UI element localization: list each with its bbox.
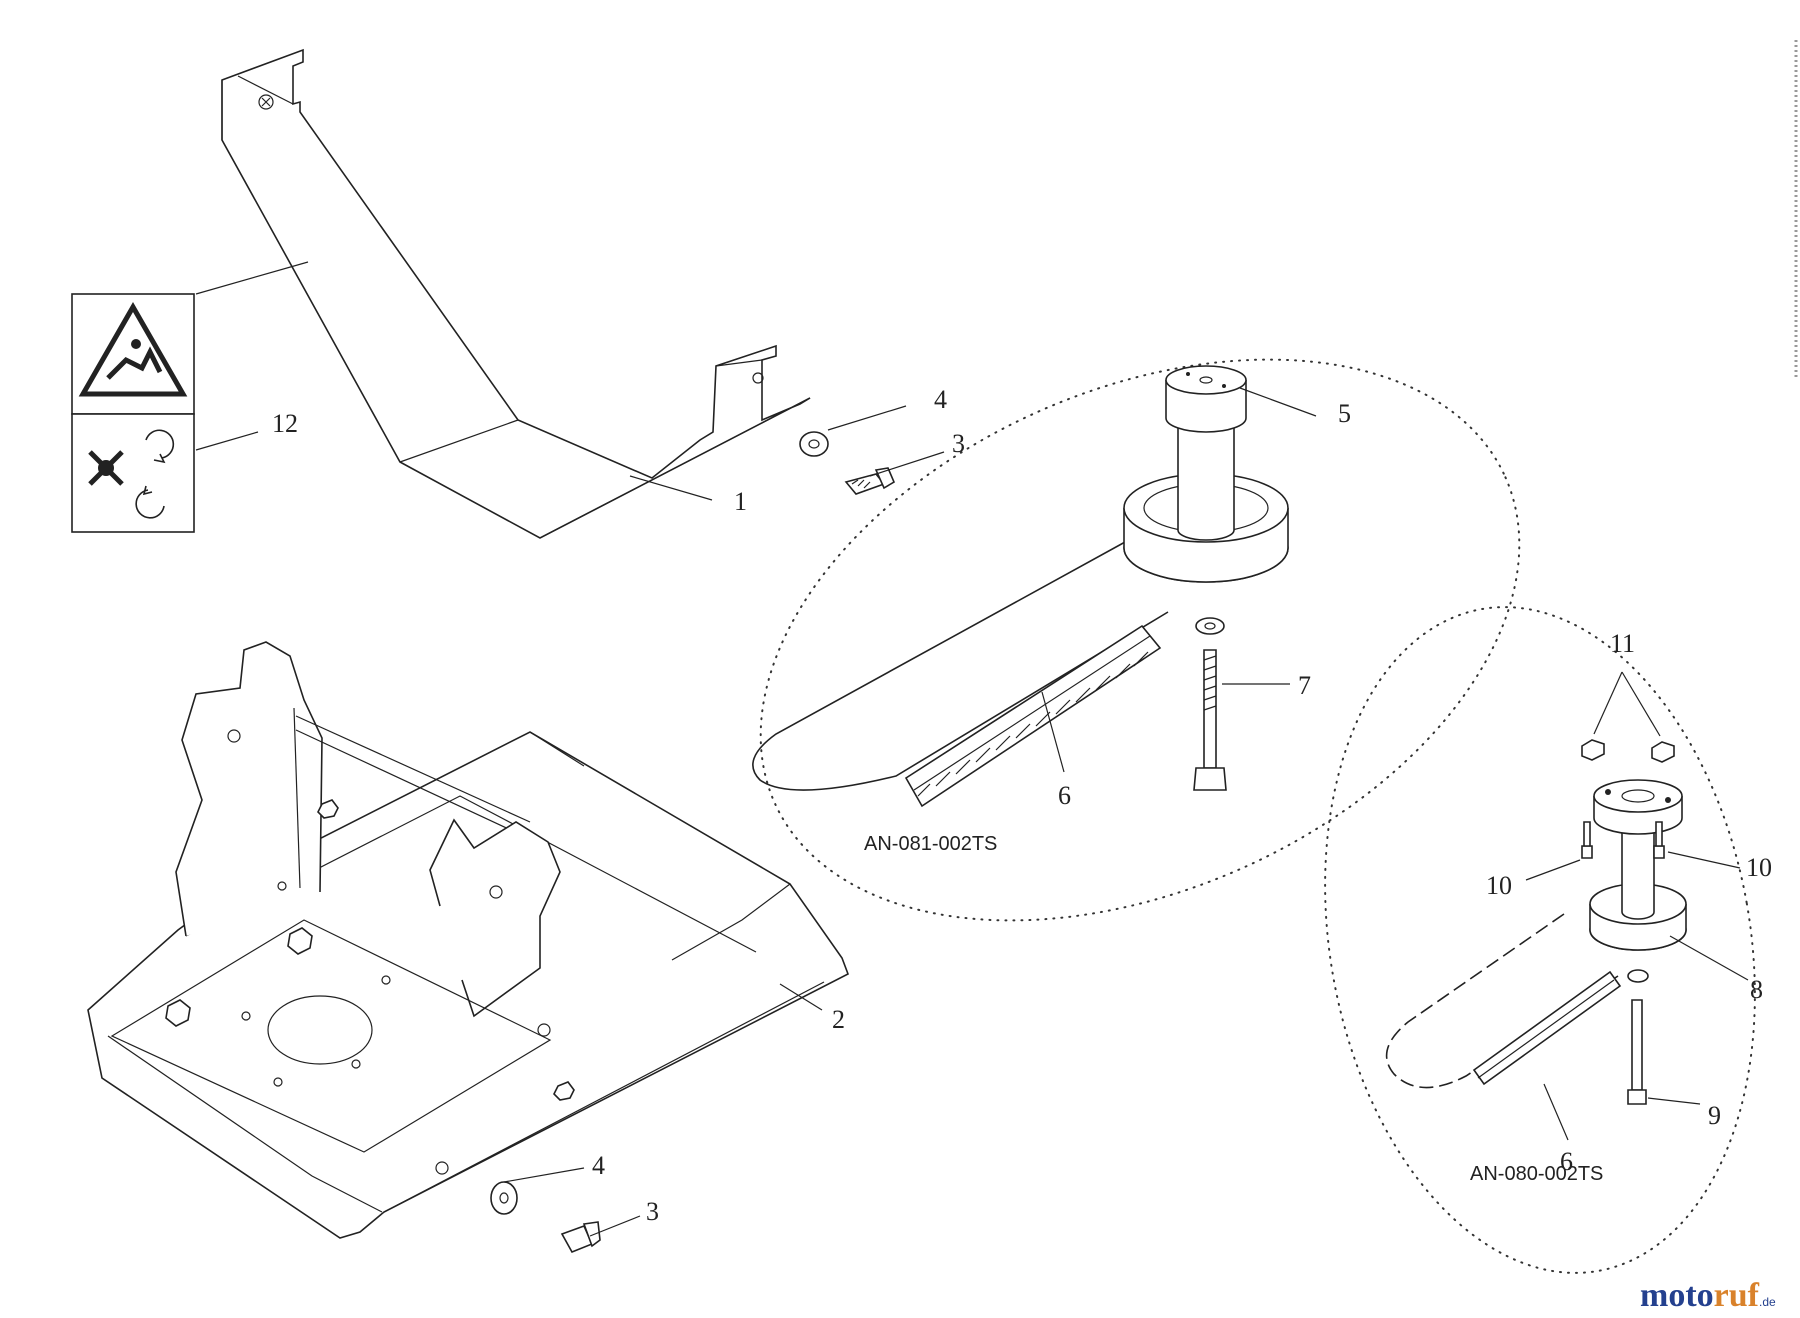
callout-4-lower: 4 — [592, 1151, 605, 1180]
watermark-part1: moto — [1640, 1277, 1714, 1314]
callout-9: 9 — [1708, 1101, 1721, 1130]
bolt-part-7 — [1193, 649, 1227, 791]
engine-bracket-part-2 — [87, 641, 849, 1239]
callout-4-upper: 4 — [934, 385, 947, 414]
callout-11: 11 — [1610, 629, 1635, 658]
plain-key-part-6 — [1472, 970, 1622, 1086]
motoruf-watermark-logo: motoruf.de — [1640, 1277, 1776, 1314]
washer-bolt-upper — [799, 431, 896, 495]
pulley-assembly-lower — [1385, 739, 1687, 1105]
kit-code-upper: AN-081-002TS — [864, 833, 997, 855]
watermark-suffix: .de — [1759, 1295, 1776, 1309]
callout-3-lower: 3 — [646, 1197, 659, 1226]
knurled-key-part-6 — [904, 624, 1162, 808]
callout-12: 12 — [272, 409, 298, 438]
screws-part-10 — [1581, 821, 1665, 859]
hand-entanglement-warning-icon — [78, 301, 188, 397]
callout-7: 7 — [1298, 671, 1311, 700]
callout-6-upper: 6 — [1058, 781, 1071, 810]
kit-outline-lower — [1324, 606, 1756, 1274]
kit-outline-upper — [759, 358, 1521, 922]
pulley-assembly-upper — [752, 365, 1289, 808]
callout-labels: 1 2 3 3 4 4 5 6 6 7 8 9 10 10 11 12 — [272, 385, 1772, 1226]
kit-code-lower: AN-080-002TS — [1470, 1163, 1603, 1185]
callout-3-upper: 3 — [952, 429, 965, 458]
callout-8: 8 — [1750, 975, 1763, 1004]
no-rotating-parts-icon — [88, 429, 175, 519]
callout-10-right: 10 — [1746, 853, 1772, 882]
callout-10-left: 10 — [1486, 871, 1512, 900]
leader-lines — [195, 261, 1749, 1237]
bolt-part-9 — [1627, 999, 1647, 1105]
callout-1: 1 — [734, 487, 747, 516]
callout-2: 2 — [832, 1005, 845, 1034]
svg-text:motoruf.de: motoruf.de — [1640, 1277, 1776, 1314]
belt-guard-part-1 — [221, 48, 811, 539]
nuts-part-11 — [1581, 739, 1675, 763]
warning-decals-part-12 — [71, 293, 195, 533]
callout-5: 5 — [1338, 399, 1351, 428]
watermark-part2: ruf — [1714, 1277, 1760, 1314]
callout-6-lower: 6 — [1560, 1147, 1573, 1176]
washer-bolt-lower — [490, 1181, 601, 1254]
